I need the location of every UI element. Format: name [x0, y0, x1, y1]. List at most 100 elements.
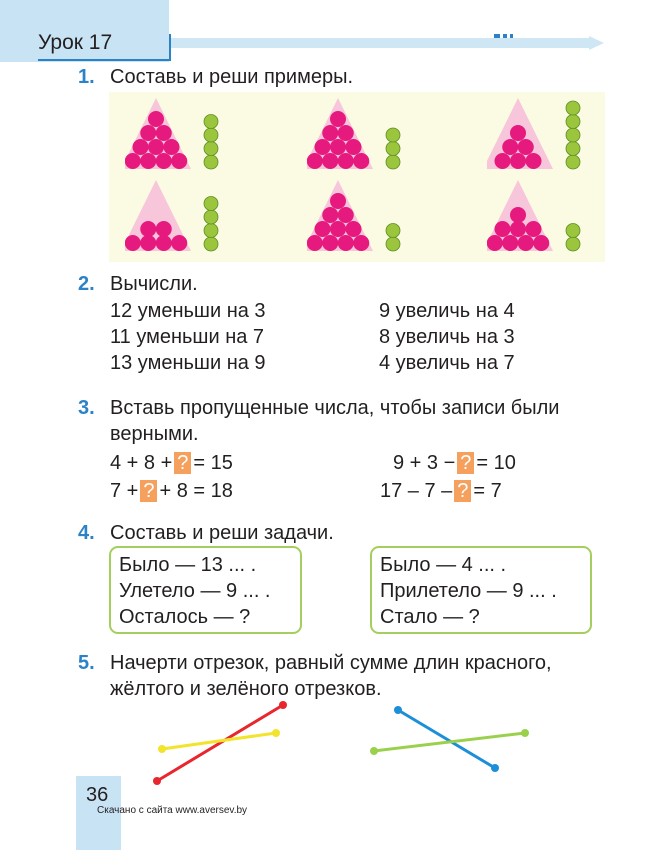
- pink-circle: [510, 125, 526, 141]
- pink-circle: [140, 221, 157, 237]
- task3-number: 3.: [78, 397, 95, 419]
- segment-endpoint: [158, 745, 166, 753]
- counting-group: [125, 98, 219, 170]
- pink-circle: [140, 125, 157, 141]
- pink-circle: [125, 235, 141, 251]
- missing-number-box[interactable]: ?: [140, 480, 158, 502]
- green-circle: [565, 223, 581, 238]
- green-segment: [373, 731, 526, 753]
- segment-endpoint: [521, 729, 529, 737]
- source-note: Скачано с сайта www.aversev.by: [97, 805, 248, 816]
- equation-4: 17 – 7 –?= 7: [380, 480, 502, 502]
- calc-left-3: 13 уменьши на 9: [110, 352, 266, 374]
- pink-circle: [330, 139, 346, 155]
- pink-circle: [322, 235, 339, 251]
- problem-line: Было — 13 ... .: [119, 554, 257, 576]
- segment-endpoint: [272, 729, 280, 737]
- header-tick: [169, 34, 171, 61]
- task3-line2: верными.: [110, 423, 199, 445]
- pink-circle: [525, 221, 542, 237]
- calc-right-1: 9 увеличь на 4: [379, 300, 515, 322]
- problem-line: Улетело — 9 ... .: [119, 580, 271, 602]
- pink-circle: [171, 235, 188, 251]
- task4-number: 4.: [78, 522, 95, 544]
- green-circle: [565, 100, 581, 116]
- header-arrow-icon: [589, 36, 604, 50]
- task2-number: 2.: [78, 273, 95, 295]
- header-dashes: [494, 34, 516, 52]
- pink-circle: [494, 153, 511, 169]
- problem-line: Стало — ?: [380, 606, 480, 628]
- calc-right-2: 8 увеличь на 3: [379, 326, 515, 348]
- lesson-title: Урок 17: [38, 31, 113, 54]
- green-circle: [385, 223, 401, 238]
- pink-circle: [163, 139, 180, 155]
- pink-circle: [345, 221, 362, 237]
- counting-group: [125, 180, 219, 252]
- green-circle: [385, 127, 401, 143]
- equation-3: 7 +?+ 8 = 18: [110, 480, 233, 502]
- pink-circle: [517, 235, 534, 251]
- problem-line: Прилетело — 9 ... .: [380, 580, 557, 602]
- pink-circle: [510, 207, 526, 223]
- task1-text: Составь и реши примеры.: [110, 66, 354, 88]
- pink-circle: [307, 235, 323, 251]
- pink-circle: [533, 235, 550, 251]
- pink-circle: [148, 139, 164, 155]
- calc-right-3: 4 увеличь на 7: [379, 352, 515, 374]
- pink-circle: [502, 139, 519, 155]
- pink-circle: [330, 221, 346, 237]
- pink-circle: [337, 235, 354, 251]
- pink-circle: [155, 235, 172, 251]
- counting-group: [487, 180, 581, 252]
- pink-circle: [140, 235, 157, 251]
- pink-circle: [330, 111, 346, 127]
- segment-endpoint: [153, 777, 161, 785]
- pink-circle: [517, 139, 534, 155]
- pink-circle: [148, 111, 164, 127]
- pink-circle: [337, 153, 354, 169]
- pink-circle: [171, 153, 188, 169]
- missing-number-box[interactable]: ?: [174, 452, 192, 474]
- pink-circle: [337, 207, 354, 223]
- pink-circle: [140, 153, 157, 169]
- pink-circle: [314, 139, 331, 155]
- task5-line1: Начерти отрезок, равный сумме длин красн…: [110, 652, 552, 674]
- pink-circle: [155, 125, 172, 141]
- pink-circle: [525, 153, 542, 169]
- blue-segment: [397, 708, 496, 770]
- red-segment: [156, 703, 284, 783]
- equation-2: 9 + 3 −?= 10: [393, 452, 516, 474]
- problem-box-2: Было — 4 ... . Прилетело — 9 ... . Стало…: [370, 546, 592, 634]
- task1-number: 1.: [78, 66, 95, 88]
- pink-circle: [510, 221, 526, 237]
- counting-group: [307, 98, 401, 170]
- missing-number-box[interactable]: ?: [457, 452, 475, 474]
- missing-number-box[interactable]: ?: [454, 480, 472, 502]
- pink-circle: [314, 221, 331, 237]
- pink-circle: [353, 235, 370, 251]
- problem-box-1: Было — 13 ... . Улетело — 9 ... . Остало…: [109, 546, 302, 634]
- pink-circle: [155, 221, 172, 237]
- task3-line1: Вставь пропущенные числа, чтобы записи б…: [110, 397, 560, 419]
- segment-endpoint: [279, 701, 287, 709]
- pink-circle: [322, 207, 339, 223]
- pink-circle: [345, 139, 362, 155]
- pink-circle: [132, 139, 149, 155]
- segment-endpoint: [394, 706, 402, 714]
- pink-circle: [330, 193, 346, 209]
- pink-circle: [307, 153, 323, 169]
- pink-circle: [322, 153, 339, 169]
- segment-endpoint: [370, 747, 378, 755]
- header-underline: [38, 59, 170, 61]
- task2-text: Вычисли.: [110, 273, 198, 295]
- pink-circle: [353, 153, 370, 169]
- task5-line2: жёлтого и зелёного отрезков.: [110, 678, 382, 700]
- calc-left-2: 11 уменьши на 7: [110, 326, 265, 348]
- green-circle: [203, 196, 219, 211]
- pink-circle: [125, 153, 141, 169]
- pink-circle: [487, 235, 503, 251]
- calc-left-1: 12 уменьши на 3: [110, 300, 266, 322]
- page-number-tab: [76, 776, 121, 850]
